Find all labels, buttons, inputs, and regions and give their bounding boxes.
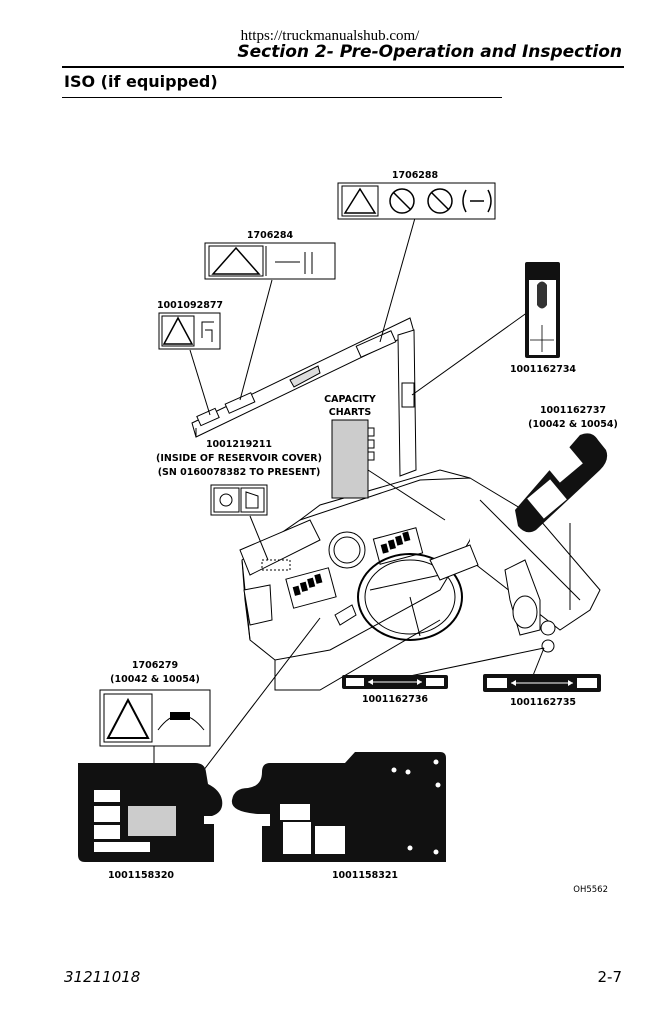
- decal-panel-1001158320: [78, 763, 223, 862]
- label-1706284: 1706284: [246, 230, 294, 241]
- label-1001162736: 1001162736: [361, 694, 429, 705]
- label-1001092877: 1001092877: [156, 300, 224, 311]
- label-1001158320: 1001158320: [107, 870, 175, 881]
- decal-1706284: [204, 242, 336, 280]
- label-1001162735: 1001162735: [509, 697, 577, 708]
- decal-1001092877: [158, 312, 221, 350]
- label-1001162737: 1001162737: [539, 405, 607, 416]
- page-number: 2-7: [597, 968, 623, 986]
- decal-1001162737: [515, 433, 608, 533]
- machine-drawing: [191, 317, 601, 691]
- decal-1001219211: [210, 484, 268, 516]
- document-number: 31211018: [64, 968, 141, 986]
- label-1001219211: 1001219211: [205, 439, 273, 450]
- figure-code: OH5562: [573, 885, 608, 895]
- decal-1001162734: [525, 262, 560, 358]
- label-capacity-2: CHARTS: [328, 407, 372, 418]
- decal-1706279: [99, 689, 211, 747]
- label-capacity-1: CAPACITY: [324, 394, 376, 405]
- label-1001219211-note1: (INSIDE OF RESERVOIR COVER): [156, 453, 322, 464]
- page-heading: ISO (if equipped): [64, 72, 218, 91]
- decal-panel-1001158321: [231, 752, 446, 862]
- label-1001158321: 1001158321: [331, 870, 399, 881]
- label-1706288: 1706288: [391, 170, 439, 181]
- label-1001219211-note2: (SN 0160078382 TO PRESENT): [157, 467, 321, 478]
- decal-1001162735: [483, 674, 601, 692]
- label-1001162734: 1001162734: [509, 364, 577, 375]
- source-url: https://truckmanualshub.com/: [240, 28, 420, 44]
- label-1001162737-note: (10042 & 10054): [528, 419, 618, 430]
- label-1706279-note: (10042 & 10054): [110, 674, 200, 685]
- heading-rule: [62, 97, 502, 98]
- label-1706279: 1706279: [131, 660, 179, 671]
- section-title: Section 2- Pre-Operation and Inspection: [237, 42, 622, 62]
- decal-1706288: [337, 182, 496, 220]
- decal-1001162736: [342, 675, 448, 689]
- header-rule: [62, 66, 624, 68]
